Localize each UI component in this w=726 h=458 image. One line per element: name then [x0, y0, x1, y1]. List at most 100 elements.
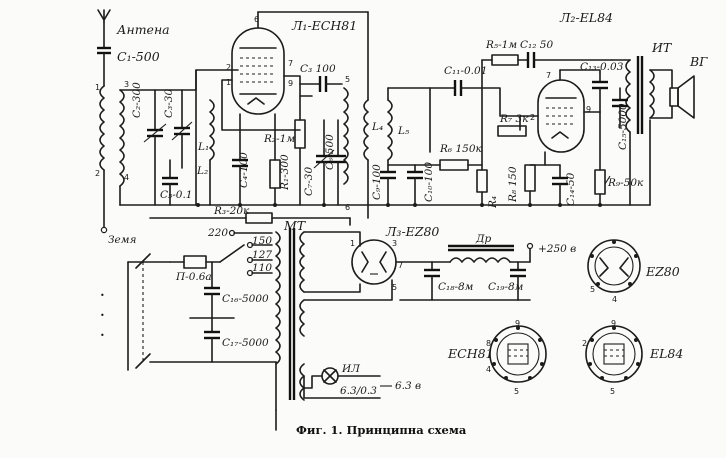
- svg-text:•: •: [100, 311, 105, 320]
- c11-label: C₁₁-0.01: [444, 65, 487, 77]
- tuning-capacitor-c2: [143, 89, 167, 206]
- tube-el84: [537, 79, 585, 153]
- l4-label: L₄: [371, 121, 383, 133]
- coil-l3: [343, 87, 349, 185]
- svg-text:2: 2: [226, 63, 231, 72]
- choke: [448, 244, 514, 263]
- ez80-socket-label: EZ80: [645, 264, 680, 279]
- fuse: [169, 255, 221, 269]
- c1-label: C₁-500: [117, 49, 160, 64]
- r7-label: R₇ 3к: [499, 113, 529, 125]
- svg-text:3: 3: [124, 80, 129, 89]
- resistor-r5: [491, 54, 529, 66]
- figure-caption: Фиг. 1. Принципна схема: [296, 423, 467, 437]
- output-transformer-secondary: [649, 69, 655, 119]
- oscillator-coil: [209, 99, 215, 161]
- c14-label: C₁₄-50: [565, 172, 577, 206]
- svg-text:2: 2: [582, 339, 587, 348]
- svg-text:5: 5: [514, 387, 519, 396]
- bplus-terminal: [526, 242, 534, 250]
- svg-text:9: 9: [288, 79, 293, 88]
- v110-label: 110: [252, 262, 272, 274]
- c10-label: C₁₀-100: [423, 162, 435, 202]
- svg-text:3: 3: [392, 239, 397, 248]
- capacitor-c18: [424, 261, 440, 301]
- r8-label: R₈ 150: [507, 166, 519, 203]
- svg-text:5: 5: [392, 283, 397, 292]
- capacitor-c13: [592, 71, 608, 113]
- antenna-label: Антена: [116, 22, 170, 37]
- capacitor-c4: [232, 158, 248, 206]
- capacitor-c17: [204, 317, 220, 363]
- capacitor-c10: [407, 164, 423, 206]
- resistor-rh: [245, 212, 351, 224]
- svg-text:2: 2: [530, 113, 535, 122]
- rh-label: R₃-20к: [213, 205, 250, 217]
- svg-text:7: 7: [546, 71, 551, 80]
- voltage-selector: [219, 229, 273, 277]
- v150-label: 150: [252, 235, 272, 247]
- resistor-r2: [294, 95, 306, 206]
- el84-socket-label: EL84: [649, 346, 683, 361]
- el84-tube-label: Л₂-EL84: [559, 10, 613, 25]
- svg-text:2: 2: [95, 169, 100, 178]
- c6-label: C₆-500: [324, 134, 336, 170]
- c2-label: C₂-300: [131, 82, 143, 118]
- antenna-symbol: [97, 9, 111, 87]
- c16-label: C₁₆-5000: [222, 293, 269, 305]
- choke-label: Др: [475, 233, 492, 245]
- v220-label: 220: [207, 227, 228, 239]
- resistor-r9: [594, 111, 611, 206]
- output-transformer-primary: [625, 59, 631, 133]
- l2-label: L₂: [196, 165, 208, 177]
- c4-label: C₄-100: [238, 152, 250, 188]
- lamp-label: ИЛ: [341, 363, 360, 375]
- ech81-tube-label: Л₁-ECH81: [291, 18, 357, 33]
- svg-text:•: •: [100, 331, 105, 340]
- c12-label: C₁₂ 50: [520, 39, 553, 51]
- svg-text:1: 1: [95, 83, 100, 92]
- capacitor-c11: [429, 80, 483, 96]
- resistor-r1: [269, 159, 281, 206]
- capacitor-c5: [162, 159, 178, 206]
- lamp-rating-label: 6.3/0.3: [340, 385, 377, 397]
- socket-el84: [585, 325, 643, 383]
- c19-label: C₁₉-8м: [488, 281, 523, 293]
- r1-label: R₁-300: [279, 154, 291, 191]
- resistor-r7: [497, 115, 527, 137]
- if-coil-l4: [363, 99, 369, 161]
- capacitor-c12: [526, 52, 613, 68]
- c17-label: C₁₇-5000: [222, 337, 269, 349]
- r2-label: R₂-1м: [263, 133, 295, 145]
- ground-terminal: [100, 226, 108, 234]
- svg-text:5: 5: [590, 285, 595, 294]
- l1-label: L₁: [197, 141, 209, 153]
- capacitor-c15: [612, 87, 628, 129]
- output-transformer-label: ИТ: [651, 40, 673, 55]
- svg-text:7: 7: [398, 261, 403, 270]
- tube-ech81: [231, 11, 369, 115]
- socket-ez80: [587, 239, 641, 293]
- input-coil-l2: [119, 89, 125, 187]
- capacitor-c9: [380, 170, 396, 206]
- v127-label: 127: [252, 249, 272, 261]
- svg-text:1: 1: [350, 239, 355, 248]
- r5-label: R₅-1м: [485, 39, 517, 51]
- tube-ez80: [351, 239, 397, 285]
- fuse-label: П-0.6а: [175, 271, 212, 283]
- ground-label: Земя: [108, 234, 136, 246]
- capacitor-c19: [510, 261, 526, 301]
- svg-text:9: 9: [586, 105, 591, 114]
- svg-text:7: 7: [288, 59, 293, 68]
- if-coil-l5: [387, 99, 393, 161]
- resistor-r6: [414, 159, 483, 171]
- c3-label: C₃-30: [163, 89, 175, 118]
- svg-text:4: 4: [612, 295, 617, 304]
- mains-switch: [127, 253, 277, 371]
- c5-label: C₅-0.1: [160, 189, 193, 201]
- svg-text:4: 4: [124, 173, 129, 182]
- trimmer-capacitor-c7: [313, 119, 335, 206]
- c15-label: C₁₅-5000: [617, 103, 629, 150]
